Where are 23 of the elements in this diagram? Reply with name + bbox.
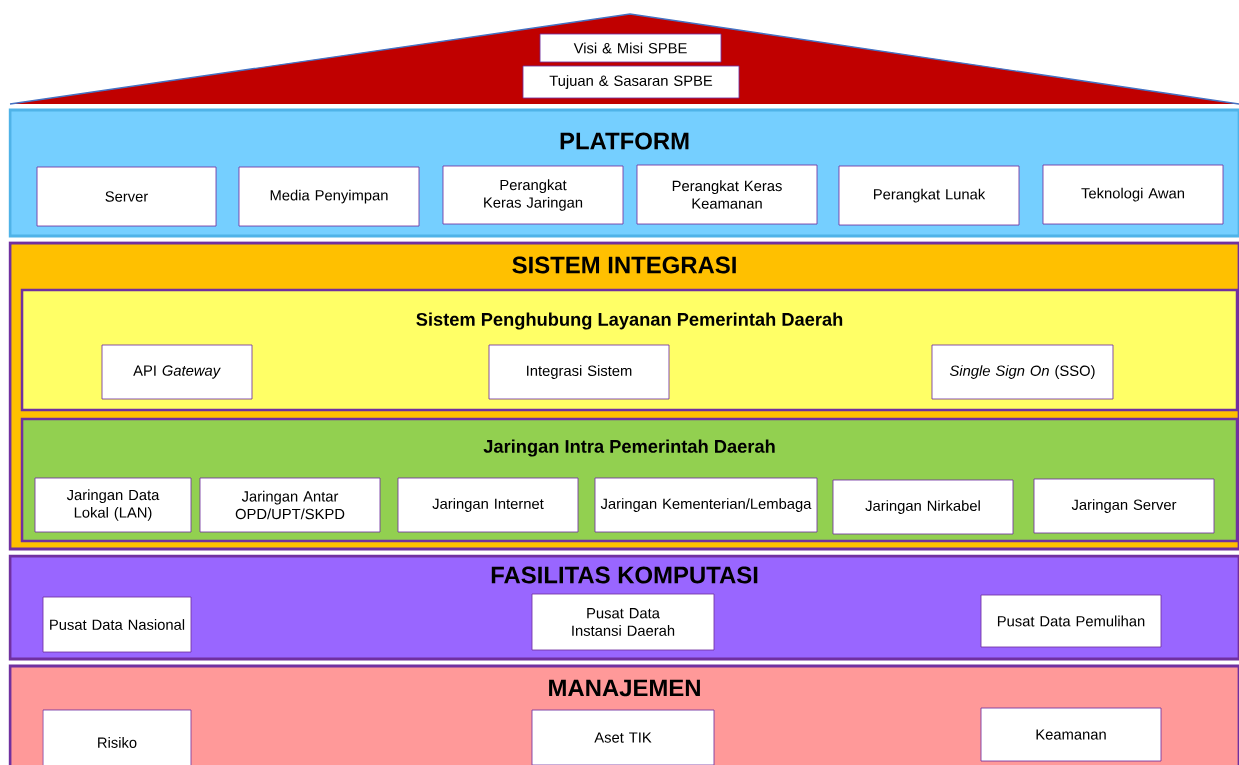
label-box: Perangkat Keras Keamanan <box>636 164 818 225</box>
label-box: Jaringan Antar OPD/UPT/SKPD <box>199 477 381 533</box>
label-box: Perangkat Keras Jaringan <box>442 165 624 225</box>
label-box: API Gateway <box>101 344 253 400</box>
label-box: Pusat Data Pemulihan <box>980 594 1162 648</box>
label-box: Jaringan Internet <box>397 477 579 533</box>
label-box: Pusat Data Nasional <box>42 596 192 653</box>
label-box: Visi & Misi SPBE <box>539 33 722 63</box>
label-box: Single Sign On (SSO) <box>931 344 1114 400</box>
label-box: Jaringan Server <box>1033 478 1215 534</box>
label-box: Pusat Data Instansi Daerah <box>531 593 715 651</box>
label-box: Integrasi Sistem <box>488 344 670 400</box>
label-box: Media Penyimpan <box>238 166 420 227</box>
label-box: Jaringan Kementerian/Lembaga <box>594 477 818 533</box>
label-box: Keamanan <box>980 707 1162 762</box>
label-box: Aset TIK <box>531 709 715 765</box>
label-box: Teknologi Awan <box>1042 164 1224 225</box>
label-box: Tujuan & Sasaran SPBE <box>522 65 740 99</box>
label-box: Perangkat Lunak <box>838 165 1020 226</box>
label-box: Server <box>36 166 217 227</box>
label-box: Risiko <box>42 709 192 765</box>
label-box: Jaringan Nirkabel <box>832 479 1014 535</box>
label-box: Jaringan Data Lokal (LAN) <box>34 477 192 533</box>
